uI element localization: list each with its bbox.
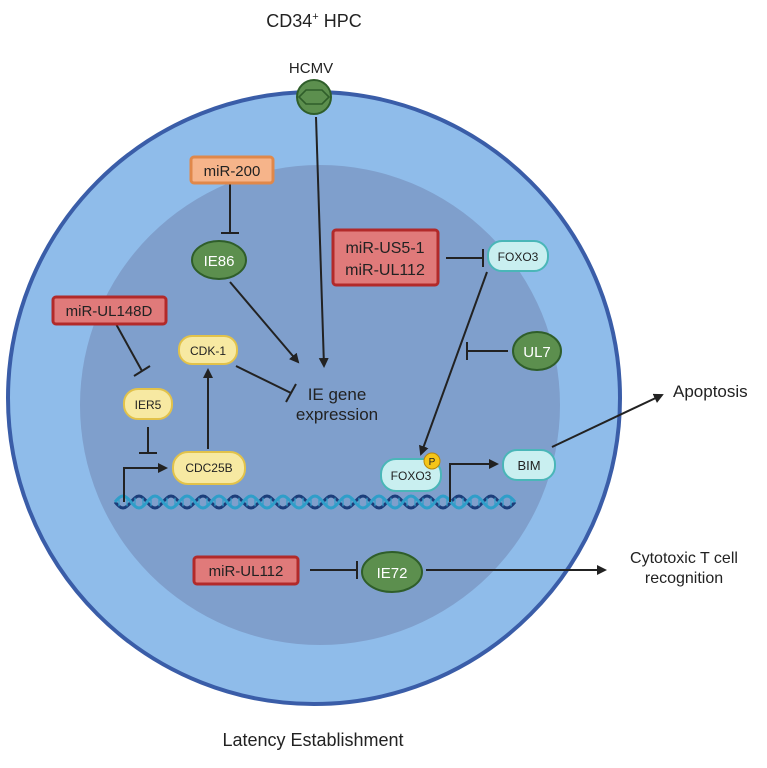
mirul112-box: miR-UL112 <box>192 555 300 586</box>
inhibit-mirul148d-ier5-bar <box>133 365 151 377</box>
foxo3-top-label: FOXO3 <box>498 250 539 264</box>
arrow-ie86-to-ie <box>229 281 300 364</box>
diagram-title: CD34+ HPC <box>266 11 361 31</box>
inhibit-cdk1-ie-bar <box>285 383 297 403</box>
arrow-bim-apoptosis <box>551 393 664 448</box>
promoter-foxo3-bim <box>449 459 499 502</box>
ie-gene-label-line1: IE gene <box>308 385 367 404</box>
ctl-label-line1: Cytotoxic T cell <box>630 550 738 567</box>
foxo3-bottom-node: FOXO3 P <box>380 452 442 492</box>
phospho-badge <box>423 452 441 470</box>
mir200-box: miR-200 <box>189 155 275 185</box>
mir200-label: miR-200 <box>204 163 261 180</box>
cdk1-node: CDK-1 <box>178 335 238 365</box>
title-main: CD34 <box>266 11 312 31</box>
dna-helix <box>113 494 517 510</box>
arrow-hcmv-to-ie <box>315 116 329 368</box>
mirul112-label-b: miR-UL112 <box>209 563 284 580</box>
ctl-label-line2: recognition <box>645 570 723 587</box>
hcmv-virus: HCMV <box>289 60 333 115</box>
cdc25b-label: CDC25B <box>185 461 232 475</box>
ie72-label: IE72 <box>377 565 408 582</box>
ul7-node: UL7 <box>512 331 562 371</box>
title-superscript: + <box>312 11 318 23</box>
ul7-label: UL7 <box>523 344 551 361</box>
hcmv-label: HCMV <box>289 60 333 77</box>
bim-node: BIM <box>502 449 556 481</box>
ie72-node: IE72 <box>361 551 423 593</box>
ier5-node: IER5 <box>123 388 173 420</box>
virus-hexagon-icon <box>296 79 332 115</box>
mirul112-label-a: miR-UL112 <box>345 262 425 279</box>
apoptosis-label: Apoptosis <box>673 382 748 401</box>
mirul148d-box: miR-UL148D <box>51 295 168 326</box>
ie86-node: IE86 <box>191 240 247 280</box>
title-suffix: HPC <box>319 11 362 31</box>
cdk1-label: CDK-1 <box>190 344 226 358</box>
inhibit-mirul148d-ier5 <box>115 323 143 372</box>
footer-caption: Latency Establishment <box>222 730 403 750</box>
ie-gene-label-line2: expression <box>296 405 378 424</box>
bim-label: BIM <box>517 458 540 473</box>
mirul148d-label: miR-UL148D <box>66 303 153 320</box>
phospho-label: P <box>429 457 436 468</box>
foxo3-bottom-label: FOXO3 <box>391 469 432 483</box>
nucleus <box>80 165 560 645</box>
connectors <box>115 116 664 579</box>
arrow-foxo3-phospho <box>419 271 488 456</box>
ie86-label: IE86 <box>204 253 235 270</box>
inhibit-cdk1-ie <box>235 365 292 394</box>
cdc25b-node: CDC25B <box>172 451 246 485</box>
ier5-label: IER5 <box>135 398 162 412</box>
foxo3-top-node: FOXO3 <box>487 240 549 272</box>
mirus5-label: miR-US5-1 <box>345 240 424 257</box>
mirus5-mirul112-box: miR-US5-1 miR-UL112 <box>331 228 440 287</box>
virus-capsid-icon <box>297 89 331 105</box>
promoter-cdc25b <box>123 463 168 502</box>
